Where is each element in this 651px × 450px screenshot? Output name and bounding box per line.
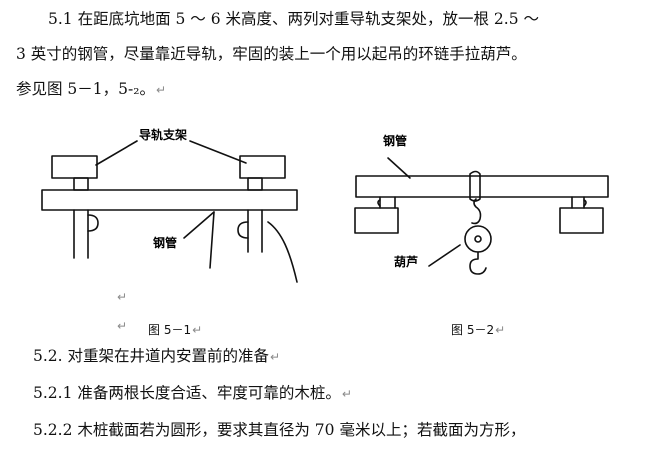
paragraph-5-1-line-1: 5.1 在距底坑地面 5 ～ 6 米高度、两列对重导轨支架处，放一根 2.5 ～	[48, 9, 539, 29]
paragraph-5-2: 5.2. 对重架在井道内安置前的准备↵	[33, 346, 280, 367]
leader-pipe-2	[387, 157, 411, 179]
hanging-line	[209, 211, 215, 269]
paragraph-text: 参见图 5－1，5-₂。	[16, 80, 155, 98]
paragraph-mark-icon: ↵	[155, 83, 167, 97]
bottom-hook	[469, 251, 487, 275]
top-hook	[471, 198, 482, 225]
rail-right-top	[247, 177, 263, 191]
clamp-right-2	[583, 199, 587, 207]
paragraph-text: 5.2.1 准备两根长度合适、牢度可靠的木桩。	[33, 384, 341, 402]
paragraph-mark-icon: ↵	[495, 323, 506, 337]
clamp-right	[237, 221, 249, 239]
leader-bracket-left	[95, 140, 138, 166]
rail-left-bottom	[73, 209, 89, 259]
hoist-center	[474, 235, 482, 243]
clamp-left-2	[377, 199, 381, 207]
paragraph-text: 5.1 在距底坑地面 5 ～ 6 米高度、两列对重导轨支架处，放一根 2.5 ～	[48, 10, 540, 28]
paragraph-mark-icon: ↵	[270, 350, 281, 364]
leader-hoist	[428, 244, 461, 267]
figure-5-2-caption: 图 5－2↵	[451, 323, 506, 337]
rail-bracket-left	[51, 155, 98, 179]
leader-pipe	[183, 211, 215, 239]
paragraph-5-2-1: 5.2.1 准备两根长度合适、牢度可靠的木桩。↵	[33, 383, 352, 404]
rail-bracket-right	[239, 155, 286, 179]
figure-5-2-drawing	[354, 157, 609, 275]
paragraph-mark-icon: ↵	[117, 319, 127, 333]
steel-pipe	[41, 189, 298, 211]
paragraph-5-1-line-2: 3 英寸的钢管，尽量靠近导轨，牢固的装上一个用以起吊的环链手拉葫芦。	[16, 44, 527, 64]
figure-5-1-drawing	[41, 140, 298, 283]
rail-left-2	[379, 196, 396, 209]
hoist-body	[464, 225, 492, 253]
paragraph-mark-icon: ↵	[117, 290, 127, 304]
label-steel-pipe-2: 钢管	[383, 133, 407, 148]
paragraph-5-1-line-3: 参见图 5－1，5-₂。↵	[16, 79, 166, 100]
label-steel-pipe-1: 钢管	[153, 235, 177, 250]
rail-left-top	[73, 177, 89, 191]
label-rail-bracket: 导轨支架	[139, 127, 187, 142]
rail-right-2	[571, 196, 585, 209]
paragraph-5-2-2: 5.2.2 木桩截面若为圆形，要求其直径为 70 毫米以上；若截面为方形，	[33, 420, 525, 440]
leader-bracket-right	[189, 140, 247, 164]
rail-right-bottom	[247, 209, 263, 253]
label-hoist: 葫芦	[394, 254, 418, 269]
clamp-left	[87, 214, 99, 232]
paragraph-text: 5.2. 对重架在井道内安置前的准备	[33, 347, 270, 365]
figure-5-1-caption: 图 5－1↵	[148, 323, 203, 337]
chain-loop	[469, 170, 481, 202]
paragraph-text: 5.2.2 木桩截面若为圆形，要求其直径为 70 毫米以上；若截面为方形，	[33, 421, 526, 439]
bracket-left-2	[354, 207, 399, 234]
bracket-right-2	[559, 207, 604, 234]
paragraph-text: 3 英寸的钢管，尽量靠近导轨，牢固的装上一个用以起吊的环链手拉葫芦。	[16, 45, 527, 63]
paragraph-mark-icon: ↵	[192, 323, 203, 337]
paragraph-mark-icon: ↵	[341, 387, 352, 401]
steel-pipe-2	[355, 175, 609, 198]
chain-line	[267, 221, 298, 283]
